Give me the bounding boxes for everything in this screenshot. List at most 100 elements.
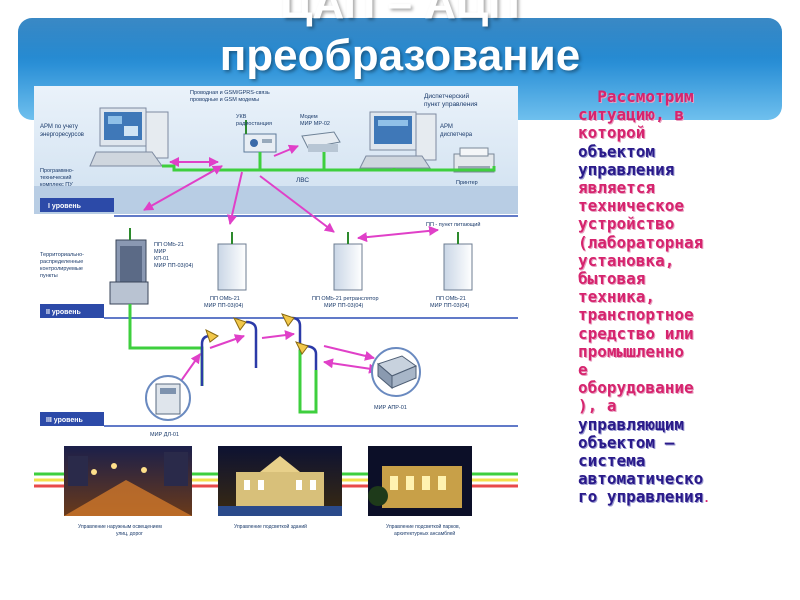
label-lvs: ЛВС xyxy=(296,177,309,184)
label-modem: Модем МИР МР-02 xyxy=(300,114,330,127)
label-ukv-1: УКВ xyxy=(236,114,247,120)
ukv-radio xyxy=(243,120,277,153)
text-end-dot: . xyxy=(703,492,710,506)
level1-label: I уровень xyxy=(48,203,82,210)
street-light-1 xyxy=(200,329,219,386)
label-arm-disp: АРМ диспетчера xyxy=(440,124,473,138)
label-apr: МИР АПР-01 xyxy=(374,405,407,411)
label-box2-1: ПП ОМЬ-21 ретранслятор xyxy=(312,296,379,302)
text-line-1: ситуацию, в xyxy=(578,105,684,125)
level3-radio-links xyxy=(175,330,379,389)
label-pp-note: ПП - пункт питающий xyxy=(426,221,480,228)
device-apr01 xyxy=(371,347,421,397)
cabinet-pp-1 xyxy=(217,232,247,291)
slide-title-line-2: преобразование xyxy=(219,31,581,80)
label-photo3-1: Управление подсветкой парков, xyxy=(386,523,460,530)
label-pp-kp: ПП ОМЬ-21 МИР КП-01 МИР ПП-03(04) xyxy=(154,242,194,269)
photo-park-lighting xyxy=(368,446,472,516)
cabinet-kp xyxy=(109,228,149,305)
text-line-16: оборудование xyxy=(578,378,694,398)
label-gsm: Проводная и GSM/GPRS-связь проводные и G… xyxy=(190,90,271,103)
text-line-13: средство или xyxy=(578,323,694,343)
label-gsm-1: Проводная и GSM/GPRS-связь xyxy=(190,90,270,96)
label-pp-kp-3: КП-01 xyxy=(154,256,169,262)
street-light-4 xyxy=(295,341,318,370)
level1-floor xyxy=(34,186,518,214)
label-box2: ПП ОМЬ-21 ретранслятор МИР ПП-03(04) xyxy=(312,296,380,309)
body-text: Рассмотрим ситуацию, в которой объектом … xyxy=(578,87,758,509)
text-line-18: управляющим xyxy=(578,414,684,434)
label-complex-3: комплекс ПУ xyxy=(40,182,73,188)
level2-label: II уровень xyxy=(46,309,82,316)
text-line-19: объектом — xyxy=(578,432,675,452)
text-line-10: бытовая xyxy=(578,269,646,289)
title-banner-glow xyxy=(18,18,782,58)
text-line-12: транспортное xyxy=(578,305,694,325)
network-diagram: АРМ по учету энергоресурсов Программно- … xyxy=(34,86,518,537)
text-line-2: которой xyxy=(578,123,646,143)
label-pp-kp-2: МИР xyxy=(154,249,167,255)
label-pp-kp-4: МИР ПП-03(04) xyxy=(154,263,194,269)
label-printer: Принтер xyxy=(456,180,478,186)
label-territorial-3: контролируемые xyxy=(40,266,83,272)
label-ukv-2: радиостанция xyxy=(236,121,272,127)
text-line-17: ), а xyxy=(578,396,617,416)
label-arm-disp-1: АРМ xyxy=(440,124,453,130)
level3-badge xyxy=(40,412,104,426)
printer xyxy=(453,147,495,173)
workstation-dispatcher xyxy=(359,111,437,169)
label-modem-2: МИР МР-02 xyxy=(300,121,330,127)
cabinet-pp-2 xyxy=(333,232,363,291)
label-box1: ПП ОМЬ-21 МИР ПП-03(04) xyxy=(204,296,244,309)
modem xyxy=(301,131,341,152)
text-line-15: е xyxy=(578,360,588,380)
photo-street-lighting xyxy=(64,446,192,516)
text-line-11: техника, xyxy=(578,287,656,307)
level3-label: III уровень xyxy=(46,417,83,424)
label-dispatch-2: пункт управления xyxy=(424,101,478,108)
radio-links xyxy=(143,144,439,243)
label-dispatch: Диспетчерский пункт управления xyxy=(424,92,478,108)
label-photo1: Управление наружным освещением улиц, дор… xyxy=(78,524,163,537)
label-box3: ПП ОМЬ-21 МИР ПП-03(04) xyxy=(430,296,470,309)
label-territorial: Территориально- распределенные контролир… xyxy=(40,252,86,279)
label-box3-1: ПП ОМЬ-21 xyxy=(436,296,466,302)
label-photo3: Управление подсветкой парков, архитектур… xyxy=(386,523,461,537)
text-line-8: (лабораторная xyxy=(578,232,704,252)
label-territorial-4: пункты xyxy=(40,273,58,279)
slide-title: ЦАП – АЦП преобразование xyxy=(0,0,800,82)
text-line-3: объектом xyxy=(578,141,656,161)
street-light-3 xyxy=(281,313,302,350)
label-arm-disp-2: диспетчера xyxy=(440,132,473,138)
label-box1-1: ПП ОМЬ-21 xyxy=(210,296,240,302)
text-line-22: го управления xyxy=(578,487,704,507)
label-modem-1: Модем xyxy=(300,114,318,120)
label-complex: Программно- технический комплекс ПУ xyxy=(40,168,75,188)
label-box3-2: МИР ПП-03(04) xyxy=(430,303,470,309)
text-line-0: Рассмотрим xyxy=(578,87,694,106)
label-complex-2: технический xyxy=(40,174,71,181)
label-photo2: Управление подсветкой зданий xyxy=(234,523,307,530)
label-pp-kp-1: ПП ОМЬ-21 xyxy=(154,242,184,248)
text-line-7: устройство xyxy=(578,214,675,234)
text-line-21: автоматическо xyxy=(578,469,704,489)
label-photo1-1: Управление наружным освещением xyxy=(78,524,162,530)
level2-badge xyxy=(40,304,104,318)
workstation-arm-energy xyxy=(89,107,169,167)
label-territorial-2: распределенные xyxy=(40,259,83,265)
text-line-20: система xyxy=(578,451,646,471)
label-territorial-1: Территориально- xyxy=(40,252,84,258)
street-light-2 xyxy=(233,317,258,368)
slide-title-line-1: ЦАП – АЦП xyxy=(280,0,520,28)
label-box2-2: МИР ПП-03(04) xyxy=(324,303,364,309)
text-line-9: установка, xyxy=(578,250,675,270)
level1-badge xyxy=(40,198,114,212)
label-dl: МИР ДЛ-01 xyxy=(150,432,179,438)
label-arm-energy-2: энергоресурсов xyxy=(40,132,84,138)
level3-link-right xyxy=(298,350,318,414)
level3-link-main xyxy=(128,304,204,386)
label-gsm-2: проводные и GSM модемы xyxy=(190,97,259,103)
label-arm-energy-1: АРМ по учету xyxy=(40,124,78,130)
label-arm-energy: АРМ по учету энергоресурсов xyxy=(40,124,84,138)
